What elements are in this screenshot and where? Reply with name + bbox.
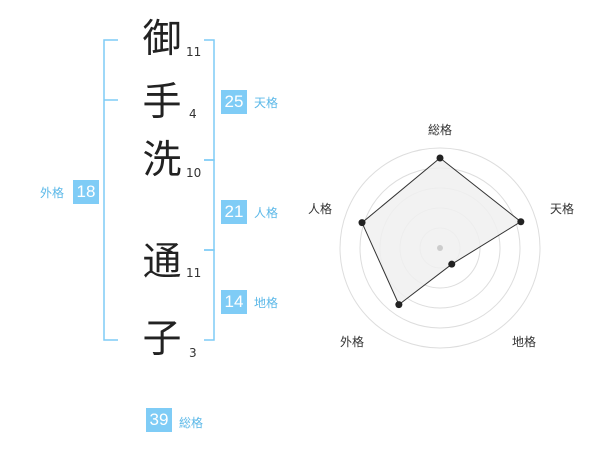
radar-center — [437, 245, 443, 251]
jinkaku-value: 21 — [221, 200, 247, 224]
radar-area — [361, 157, 522, 306]
name-char-4: 通 — [142, 240, 182, 285]
radar-point-1 — [436, 154, 444, 162]
soukaku-value: 39 — [146, 408, 172, 432]
name-char-1: 御 — [142, 17, 182, 62]
soukaku-label: 総格 — [179, 416, 204, 430]
radar-label-soukaku: 総格 — [428, 122, 452, 137]
chikaku-label: 地格 — [254, 296, 279, 310]
stroke-count-4: 11 — [186, 266, 202, 280]
radar-points — [358, 154, 525, 309]
stroke-count-1: 11 — [186, 45, 202, 59]
gaikaku-label: 外格 — [40, 186, 65, 200]
radar-point-4 — [395, 301, 403, 309]
radar-label-tenkaku: 天格 — [550, 201, 574, 216]
stroke-count-5: 3 — [189, 346, 197, 360]
name-char-2: 手 — [142, 80, 182, 125]
radar-point-5 — [358, 219, 366, 227]
radar-label-chikaku: 地格 — [512, 334, 536, 349]
name-char-3: 洗 — [142, 138, 182, 183]
radar-point-2 — [517, 218, 525, 226]
chikaku-bracket — [204, 249, 215, 341]
jinkaku-label: 人格 — [254, 206, 279, 220]
name-char-5: 子 — [142, 317, 182, 362]
tenkaku-label: 天格 — [254, 96, 279, 110]
gaikaku-value: 18 — [73, 180, 99, 204]
stroke-count-3: 10 — [186, 166, 202, 180]
radar-label-gaikaku: 外格 — [340, 334, 364, 349]
tenkaku-value: 25 — [221, 90, 247, 114]
gaikaku-bracket — [103, 39, 118, 341]
radar-label-jinkaku: 人格 — [308, 201, 332, 216]
chikaku-value: 14 — [221, 290, 247, 314]
stroke-count-2: 4 — [189, 107, 197, 121]
radar-point-3 — [448, 260, 456, 268]
